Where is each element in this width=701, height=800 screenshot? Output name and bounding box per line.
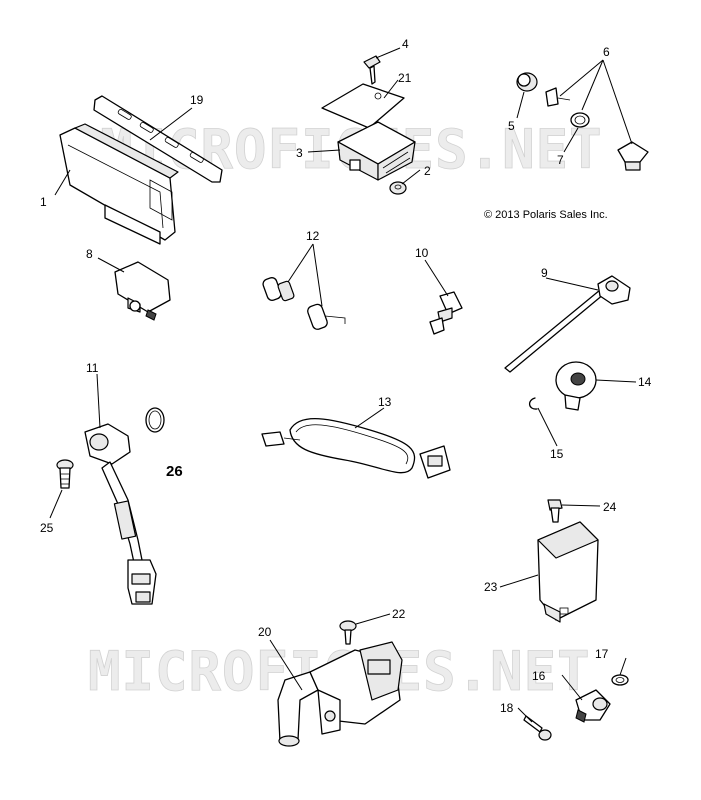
part-12-plugs[interactable]: [262, 276, 346, 330]
callout-16: 16: [532, 669, 546, 683]
copyright-notice: © 2013 Polaris Sales Inc.: [484, 209, 608, 221]
callout-21: 21: [398, 71, 412, 85]
callout-2: 2: [424, 164, 431, 178]
callout-11: 11: [86, 361, 99, 375]
part-4-screw[interactable]: [363, 55, 381, 85]
part-6-sensor[interactable]: [545, 87, 649, 171]
callout-17: 17: [595, 647, 609, 661]
part-24-bolt[interactable]: [547, 499, 563, 523]
part-9-speed-sensor[interactable]: [504, 275, 631, 373]
part-3-module-box[interactable]: [337, 121, 416, 181]
part-5-cap[interactable]: [516, 72, 538, 92]
callout-4: 4: [402, 37, 409, 51]
callout-5: 5: [508, 119, 515, 133]
callout-19: 19: [190, 93, 204, 107]
part-23-relay-module[interactable]: [537, 521, 599, 623]
part-21-cover-plate[interactable]: [321, 83, 405, 129]
watermark-bottom: MICROFICHES.NET: [88, 640, 591, 703]
part-13-harness[interactable]: [261, 418, 451, 479]
part-16-sensor[interactable]: [575, 689, 611, 723]
callout-9: 9: [541, 266, 548, 280]
callout-22: 22: [392, 607, 406, 621]
callout-15: 15: [550, 447, 564, 461]
callout-14: 14: [638, 375, 652, 389]
callout-10: 10: [415, 246, 429, 260]
callout-20: 20: [258, 625, 272, 639]
part-20-valve[interactable]: [277, 641, 403, 747]
part-25-bolt[interactable]: [56, 459, 74, 489]
part-18-bolt[interactable]: [523, 715, 552, 741]
callout-7: 7: [557, 153, 564, 167]
callout-18: 18: [500, 701, 514, 715]
part-11-tps-sensor[interactable]: [84, 423, 157, 605]
part-2-grommet[interactable]: [389, 181, 407, 195]
part-22-screw[interactable]: [339, 620, 357, 645]
leader-lines: [49, 47, 637, 723]
callout-6: 6: [603, 45, 610, 59]
part-15-clip[interactable]: [528, 397, 538, 410]
callout-3: 3: [296, 146, 303, 160]
callout-26: 26: [166, 463, 183, 480]
part-26-o-ring[interactable]: [145, 407, 165, 433]
part-19-bracket[interactable]: [93, 95, 223, 183]
part-10-temp-sensor[interactable]: [429, 291, 463, 335]
part-8-map-sensor[interactable]: [114, 261, 171, 321]
part-17-washer[interactable]: [611, 674, 629, 686]
callout-1: 1: [40, 195, 47, 209]
callout-25: 25: [40, 521, 54, 535]
callout-12: 12: [306, 229, 320, 243]
part-14-knock-sensor[interactable]: [555, 361, 597, 411]
callout-23: 23: [484, 580, 498, 594]
part-1-ecu[interactable]: [59, 123, 179, 245]
callout-13: 13: [378, 395, 392, 409]
part-7-o-ring[interactable]: [570, 112, 590, 128]
callout-8: 8: [86, 247, 93, 261]
callout-labels: 1 2 3 4 5 6 7 8 9 10 11 12 13 14 15 16 1…: [40, 37, 652, 715]
callout-24: 24: [603, 500, 617, 514]
